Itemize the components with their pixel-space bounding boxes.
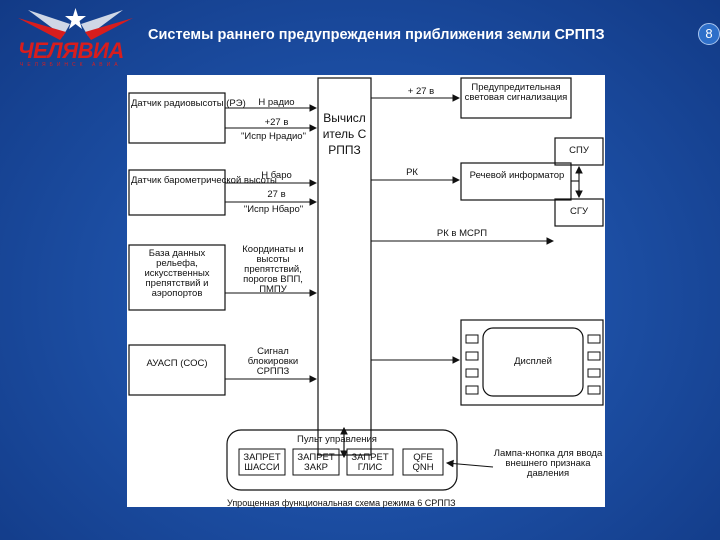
control-panel-label: Пульт управления xyxy=(297,434,377,445)
btn-glis-label: ЗАПРЕТ ГЛИС xyxy=(351,452,389,473)
diagram-caption: Упрощенная функциональная схема режима 6… xyxy=(227,498,456,508)
voice-informer-label: Речевой информатор xyxy=(469,170,565,181)
signal-27v-1: +27 в xyxy=(264,117,289,128)
sensor-radio-label: Датчик радиовысоты (РЭ) xyxy=(131,98,246,109)
wings-emblem-icon xyxy=(18,8,133,40)
rk-msrp-label: РК в МСРП xyxy=(436,228,488,239)
signal-27v-warn: + 27 в xyxy=(407,86,435,97)
sgu-label: СГУ xyxy=(569,206,589,217)
sensor-baro-label: Датчик барометрической высоты xyxy=(131,175,277,186)
auasp-label: АУАСП (СОС) xyxy=(146,358,208,369)
signal-block: Сигнал блокировки СРППЗ xyxy=(247,346,299,377)
signal-ispr-radio: "Испр Нрадио" xyxy=(241,131,306,142)
signal-27v-2: 27 в xyxy=(267,189,286,200)
slide-title: Системы раннего предупреждения приближен… xyxy=(148,27,605,43)
slide-number: 8 xyxy=(698,23,720,45)
computer-label: Вычислитель СРППЗ xyxy=(322,111,367,157)
signal-ispr-baro: "Испр Нбаро" xyxy=(243,204,304,215)
btn-qfe-label: QFE QNH xyxy=(412,452,434,473)
signal-h-radio: Н радио xyxy=(258,97,295,108)
company-logo: ЧЕЛЯВИА ЧЕЛЯБИНСК АВИА xyxy=(8,4,143,68)
logo-subtitle: ЧЕЛЯБИНСК АВИА xyxy=(20,62,122,68)
btn-chassis-label: ЗАПРЕТ ШАССИ xyxy=(243,452,281,473)
btn-flaps-label: ЗАПРЕТ ЗАКР xyxy=(297,452,335,473)
rk-label: РК xyxy=(406,167,418,178)
signal-h-baro: Н баро xyxy=(261,170,292,181)
logo-name: ЧЕЛЯВИА xyxy=(18,38,124,63)
spu-label: СПУ xyxy=(569,145,589,156)
signal-coordinates: Координаты и высоты препятствий, порогов… xyxy=(242,244,304,295)
display-label: Дисплей xyxy=(514,356,552,367)
block-diagram: Датчик радиовысоты (РЭ) Датчик барометри… xyxy=(127,75,605,508)
diagram-lines xyxy=(128,77,604,491)
lamp-note: Лампа-кнопка для ввода внешнего признака… xyxy=(493,448,603,479)
database-label: База данных рельефа, искусственных препя… xyxy=(144,248,210,299)
warning-light-label: Предупредительная световая сигнализация xyxy=(464,82,568,103)
